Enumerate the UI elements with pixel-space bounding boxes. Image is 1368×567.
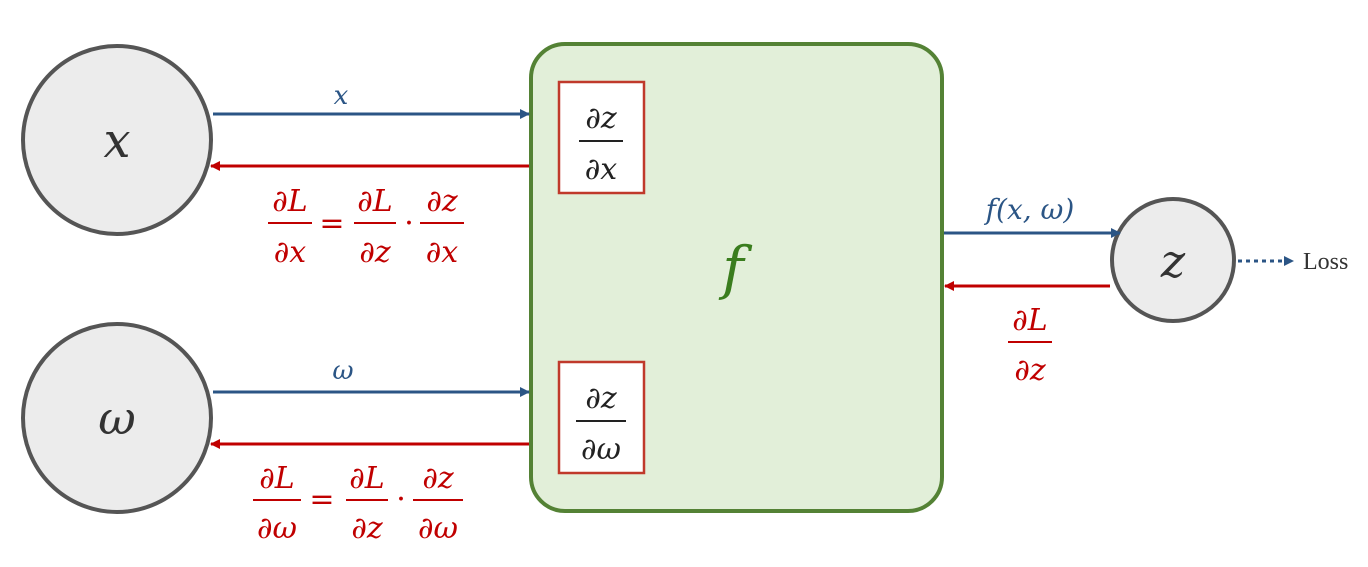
eq-b-num: ∂z bbox=[422, 461, 454, 496]
eq-dot: · bbox=[396, 482, 406, 517]
eq-sign: = bbox=[319, 206, 344, 241]
node-x-label: x bbox=[103, 113, 130, 169]
local-grad-dz-domega: ∂z ∂ω bbox=[557, 360, 646, 475]
dL-dz-num: ∂L bbox=[1012, 303, 1047, 338]
node-omega-label: ω bbox=[98, 391, 136, 445]
node-z bbox=[1110, 197, 1236, 323]
eq-b-num: ∂z bbox=[426, 184, 458, 219]
forward-label-f: f(x, ω) bbox=[984, 193, 1075, 226]
eq-a-num: ∂L bbox=[357, 184, 392, 219]
eq-lhs-num: ∂L bbox=[259, 461, 294, 496]
loss-label: Loss bbox=[1303, 249, 1348, 275]
eq-a-den: ∂z bbox=[351, 511, 383, 546]
grad-num: ∂z bbox=[585, 101, 617, 136]
eq-a-den: ∂z bbox=[359, 235, 391, 270]
grad-num: ∂z bbox=[585, 381, 617, 416]
node-omega bbox=[21, 322, 213, 514]
node-x bbox=[21, 44, 213, 236]
grad-dL-domega-equation: ∂L ∂ω = ∂L ∂z · ∂z ∂ω bbox=[253, 461, 463, 546]
eq-lhs-den: ∂x bbox=[274, 235, 307, 270]
eq-sign: = bbox=[309, 482, 334, 517]
eq-lhs-den: ∂ω bbox=[257, 511, 297, 546]
eq-b-den: ∂ω bbox=[418, 511, 458, 546]
local-grad-dz-dx: ∂z ∂x bbox=[557, 80, 646, 195]
eq-a-num: ∂L bbox=[349, 461, 384, 496]
grad-dL-dx-equation: ∂L ∂x = ∂L ∂z · ∂z ∂x bbox=[268, 184, 464, 270]
eq-b-den: ∂x bbox=[426, 235, 459, 270]
eq-lhs-num: ∂L bbox=[272, 184, 307, 219]
grad-den: ∂x bbox=[585, 152, 618, 187]
dL-dz-den: ∂z bbox=[1014, 353, 1046, 388]
eq-dot: · bbox=[404, 206, 414, 241]
node-z-label: z bbox=[1160, 234, 1186, 288]
grad-dL-dz: ∂L ∂z bbox=[1008, 303, 1052, 388]
grad-den: ∂ω bbox=[581, 432, 621, 467]
forward-label-x: x bbox=[334, 81, 349, 111]
forward-label-omega: ω bbox=[332, 356, 353, 386]
